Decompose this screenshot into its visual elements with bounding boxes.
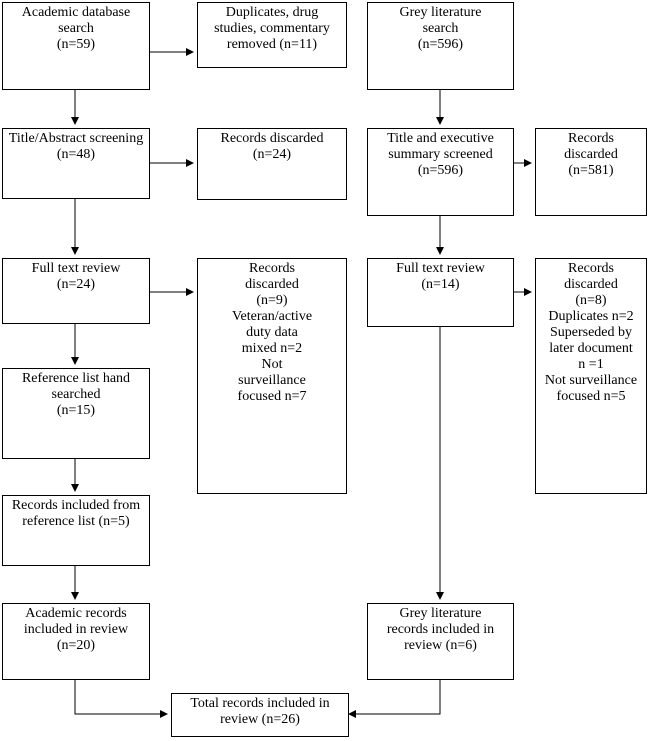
text-line: Records [568, 261, 614, 276]
text-line: included in review [23, 622, 129, 637]
text-line: Reference list hand [21, 371, 131, 386]
text-line: (n=24) [56, 277, 96, 292]
arrow-grey-to-total [348, 680, 441, 718]
text-line: Grey literature [399, 606, 482, 621]
text-line: Not surveillance [544, 373, 638, 388]
text-line: discarded [564, 147, 618, 162]
grey-full-text-box: Full text review (n=14) [367, 258, 514, 327]
text-line: review (n=26) [220, 712, 300, 727]
text-line: (n=20) [56, 638, 96, 653]
text-line: Records discarded [220, 131, 324, 146]
text-line: surveillance [238, 373, 306, 388]
text-line: records included in [386, 622, 495, 637]
text-line: discarded [564, 277, 618, 292]
text-line: n =1 [578, 357, 604, 372]
text-line: (n=48) [56, 147, 96, 162]
text-line: summary screened [388, 147, 493, 162]
text-line: mixed n=2 [241, 341, 303, 356]
text-line: searched [51, 387, 101, 402]
academic-full-text-box: Full text review (n=24) [2, 258, 150, 324]
text-line: review (n=6) [404, 638, 477, 653]
text-line: Academic records [25, 606, 127, 621]
text-line: (n=14) [421, 277, 460, 292]
text-line: later document [549, 341, 633, 356]
academic-fulltext-discarded-box: Records discarded (n=9) Veteran/active d… [197, 258, 347, 494]
grey-title-discarded-box: Records discarded (n=581) [535, 128, 647, 216]
text-line: Total records included in [190, 696, 330, 711]
text-line: Veteran/active [231, 309, 313, 324]
text-line: Full text review [396, 261, 485, 276]
reference-included-box: Records included from reference list (n=… [2, 495, 150, 566]
text-line: Title/Abstract screening [8, 131, 144, 146]
text-line: duty data [246, 325, 298, 340]
grey-included-box: Grey literature records included in revi… [367, 603, 514, 680]
text-line: Grey literature [399, 5, 482, 20]
text-line: Superseded by [549, 325, 633, 340]
text-line: Title and executive [387, 131, 494, 146]
text-line: discarded [245, 277, 299, 292]
text-line: Full text review [31, 261, 121, 276]
text-line: search [422, 21, 459, 36]
reference-list-search-box: Reference list hand searched (n=15) [2, 368, 150, 459]
text-line: reference list (n=5) [22, 514, 130, 529]
text-line: focused n=7 [237, 389, 307, 404]
text-line: focused n=5 [556, 389, 626, 404]
text-line: Academic database [21, 5, 131, 20]
text-line: studies, commentary [214, 21, 330, 36]
text-line: Duplicates n=2 [548, 309, 634, 324]
text-line: Not [261, 357, 283, 372]
text-line: (n=59) [56, 37, 96, 52]
text-line: (n=15) [56, 403, 96, 418]
text-line: (n=596) [417, 37, 464, 52]
academic-included-box: Academic records included in review (n=2… [2, 603, 150, 680]
grey-search-box: Grey literature search (n=596) [367, 2, 514, 90]
grey-fulltext-discarded-box: Records discarded (n=8) Duplicates n=2 S… [535, 258, 647, 494]
text-line: Duplicates, drug [225, 5, 319, 20]
arrow-academic-to-total [74, 680, 168, 718]
duplicates-removed-box: Duplicates, drug studies, commentary rem… [197, 2, 347, 68]
text-line: (n=581) [568, 163, 614, 178]
text-line: Records [249, 261, 295, 276]
title-discarded-box: Records discarded (n=24) [197, 128, 347, 200]
text-line: (n=596) [417, 163, 464, 178]
text-line: (n=24) [252, 147, 292, 162]
total-records-box: Total records included in review (n=26) [171, 693, 349, 737]
text-line: Records included from [11, 498, 141, 513]
text-line: removed (n=11) [226, 37, 318, 52]
academic-search-box: Academic database search (n=59) [2, 2, 150, 90]
text-line: search [58, 21, 94, 36]
text-line: (n=9) [256, 293, 288, 308]
text-line: (n=8) [575, 293, 607, 308]
grey-title-exec-box: Title and executive summary screened (n=… [367, 128, 514, 216]
title-abstract-screening-box: Title/Abstract screening (n=48) [2, 128, 150, 199]
text-line: Records [568, 131, 614, 146]
